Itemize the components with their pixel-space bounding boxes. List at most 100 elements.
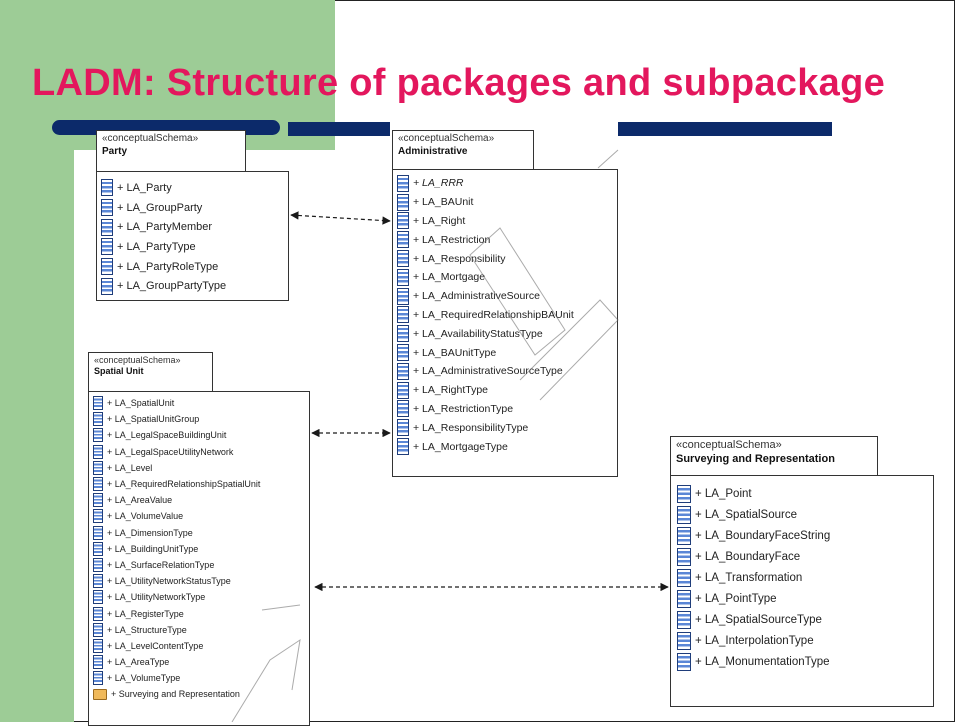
class-name: + LA_BAUnit <box>413 196 474 209</box>
class-icon <box>397 419 409 437</box>
class-icon <box>397 174 409 192</box>
class-name: + LA_Level <box>107 462 153 473</box>
class-name: + LA_RequiredRelationshipBAUnit <box>413 308 574 321</box>
class-name: + LA_BoundaryFace <box>695 551 801 564</box>
class-item: + LA_PartyRoleType <box>101 257 288 277</box>
package-body: + LA_Point + LA_SpatialSource + LA_Bound… <box>670 475 934 707</box>
class-name: + LA_PartyRoleType <box>117 260 219 273</box>
class-item: + LA_PointType <box>677 588 933 609</box>
package-stereotype: «conceptualSchema» <box>94 355 181 365</box>
class-icon <box>397 231 409 249</box>
folder-icon <box>93 688 107 700</box>
class-item: + LA_BoundaryFace <box>677 547 933 568</box>
class-icon <box>93 396 103 411</box>
class-name: + LA_PartyType <box>117 240 196 253</box>
class-item: + LA_AreaType <box>93 654 309 670</box>
package-name: Administrative <box>398 145 468 157</box>
class-icon <box>397 250 409 268</box>
class-name: + LA_RightType <box>413 384 489 397</box>
class-icon <box>397 268 409 286</box>
class-icon <box>677 485 691 504</box>
class-icon <box>677 569 691 587</box>
class-item: + LA_DimensionType <box>93 525 309 541</box>
class-icon <box>93 460 103 475</box>
class-name: + LA_SpatialSourceType <box>695 613 822 626</box>
class-icon <box>93 574 103 589</box>
class-icon <box>677 527 691 546</box>
class-item: + LA_AvailabilityStatusType <box>397 324 617 343</box>
class-item: + LA_AdministrativeSource <box>397 287 617 306</box>
package-tab: «conceptualSchema» Party <box>96 130 246 172</box>
class-item: + LA_LegalSpaceUtilityNetwork <box>93 444 309 460</box>
class-name: + LA_LegalSpaceUtilityNetwork <box>107 446 234 457</box>
class-item: + LA_Restriction <box>397 230 617 249</box>
class-name: + LA_AreaValue <box>107 495 173 506</box>
class-name: + LA_RequiredRelationshipSpatialUnit <box>107 479 261 490</box>
class-item: + LA_StructureType <box>93 622 309 638</box>
class-icon <box>397 344 409 362</box>
class-item: + LA_AdministrativeSourceType <box>397 362 617 381</box>
class-name: + LA_UtilityNetworkType <box>107 592 206 603</box>
class-item: + LA_Responsibility <box>397 249 617 268</box>
class-name: + LA_DimensionType <box>107 527 193 538</box>
class-icon <box>397 193 409 211</box>
class-name: + LA_AdministrativeSourceType <box>413 365 563 378</box>
class-icon <box>677 506 691 525</box>
class-icon <box>101 277 113 295</box>
package-body: + LA_Party + LA_GroupParty + LA_PartyMem… <box>96 171 289 301</box>
class-item: + LA_BAUnitType <box>397 343 617 362</box>
class-icon <box>93 638 103 653</box>
package-stereotype: «conceptualSchema» <box>676 439 782 451</box>
class-item: + LA_PartyType <box>101 237 288 257</box>
class-name: + LA_Responsibility <box>413 252 506 265</box>
class-item: + LA_VolumeValue <box>93 508 309 524</box>
class-item: + LA_Level <box>93 460 309 476</box>
class-name: + LA_MonumentationType <box>695 655 830 668</box>
class-icon <box>93 671 103 686</box>
package-name: Spatial Unit <box>94 366 144 377</box>
class-name: + LA_VolumeValue <box>107 511 184 522</box>
class-name: + LA_GroupParty <box>117 201 203 214</box>
class-item: + LA_RequiredRelationshipBAUnit <box>397 306 617 325</box>
class-item: + LA_RRR <box>397 174 617 193</box>
class-item: + LA_RequiredRelationshipSpatialUnit <box>93 476 309 492</box>
class-icon <box>93 655 103 670</box>
class-name: + LA_BuildingUnitType <box>107 543 199 554</box>
class-item: + LA_BuildingUnitType <box>93 541 309 557</box>
title-underline-bar <box>288 122 390 136</box>
class-icon <box>397 438 409 456</box>
class-item: + LA_Party <box>101 178 288 198</box>
class-icon <box>397 362 409 380</box>
class-item: + LA_SpatialUnitGroup <box>93 411 309 427</box>
package-name: Party <box>102 145 128 157</box>
class-icon <box>677 631 691 650</box>
class-icon <box>93 622 103 637</box>
class-name: + LA_GroupPartyType <box>117 280 227 293</box>
package-tab: «conceptualSchema» Administrative <box>392 130 534 170</box>
class-item: + LA_Transformation <box>677 568 933 589</box>
class-item: + LA_BAUnit <box>397 193 617 212</box>
class-icon <box>93 428 103 443</box>
class-item: + LA_SurfaceRelationType <box>93 557 309 573</box>
class-icon <box>101 258 113 276</box>
class-item: + LA_SpatialUnit <box>93 395 309 411</box>
class-item: + LA_AreaValue <box>93 492 309 508</box>
class-name: + LA_RegisterType <box>107 608 184 619</box>
class-icon <box>93 590 103 605</box>
subpackage-name: + Surveying and Representation <box>111 689 240 700</box>
class-name: + LA_AdministrativeSource <box>413 290 540 303</box>
class-item: + LA_Right <box>397 212 617 231</box>
class-icon <box>397 306 409 324</box>
class-icon <box>93 509 103 524</box>
class-item: + LA_LevelContentType <box>93 638 309 654</box>
package-name: Surveying and Representation <box>676 452 835 465</box>
class-name: + LA_SpatialUnit <box>107 398 175 409</box>
class-item: + LA_GroupPartyType <box>101 276 288 296</box>
class-item: + LA_VolumeType <box>93 670 309 686</box>
class-item: + LA_MortgageType <box>397 437 617 456</box>
class-icon <box>397 325 409 343</box>
package-stereotype: «conceptualSchema» <box>102 133 199 144</box>
package-stereotype: «conceptualSchema» <box>398 133 495 144</box>
class-name: + LA_StructureType <box>107 624 187 635</box>
class-name: + LA_Restriction <box>413 233 491 246</box>
